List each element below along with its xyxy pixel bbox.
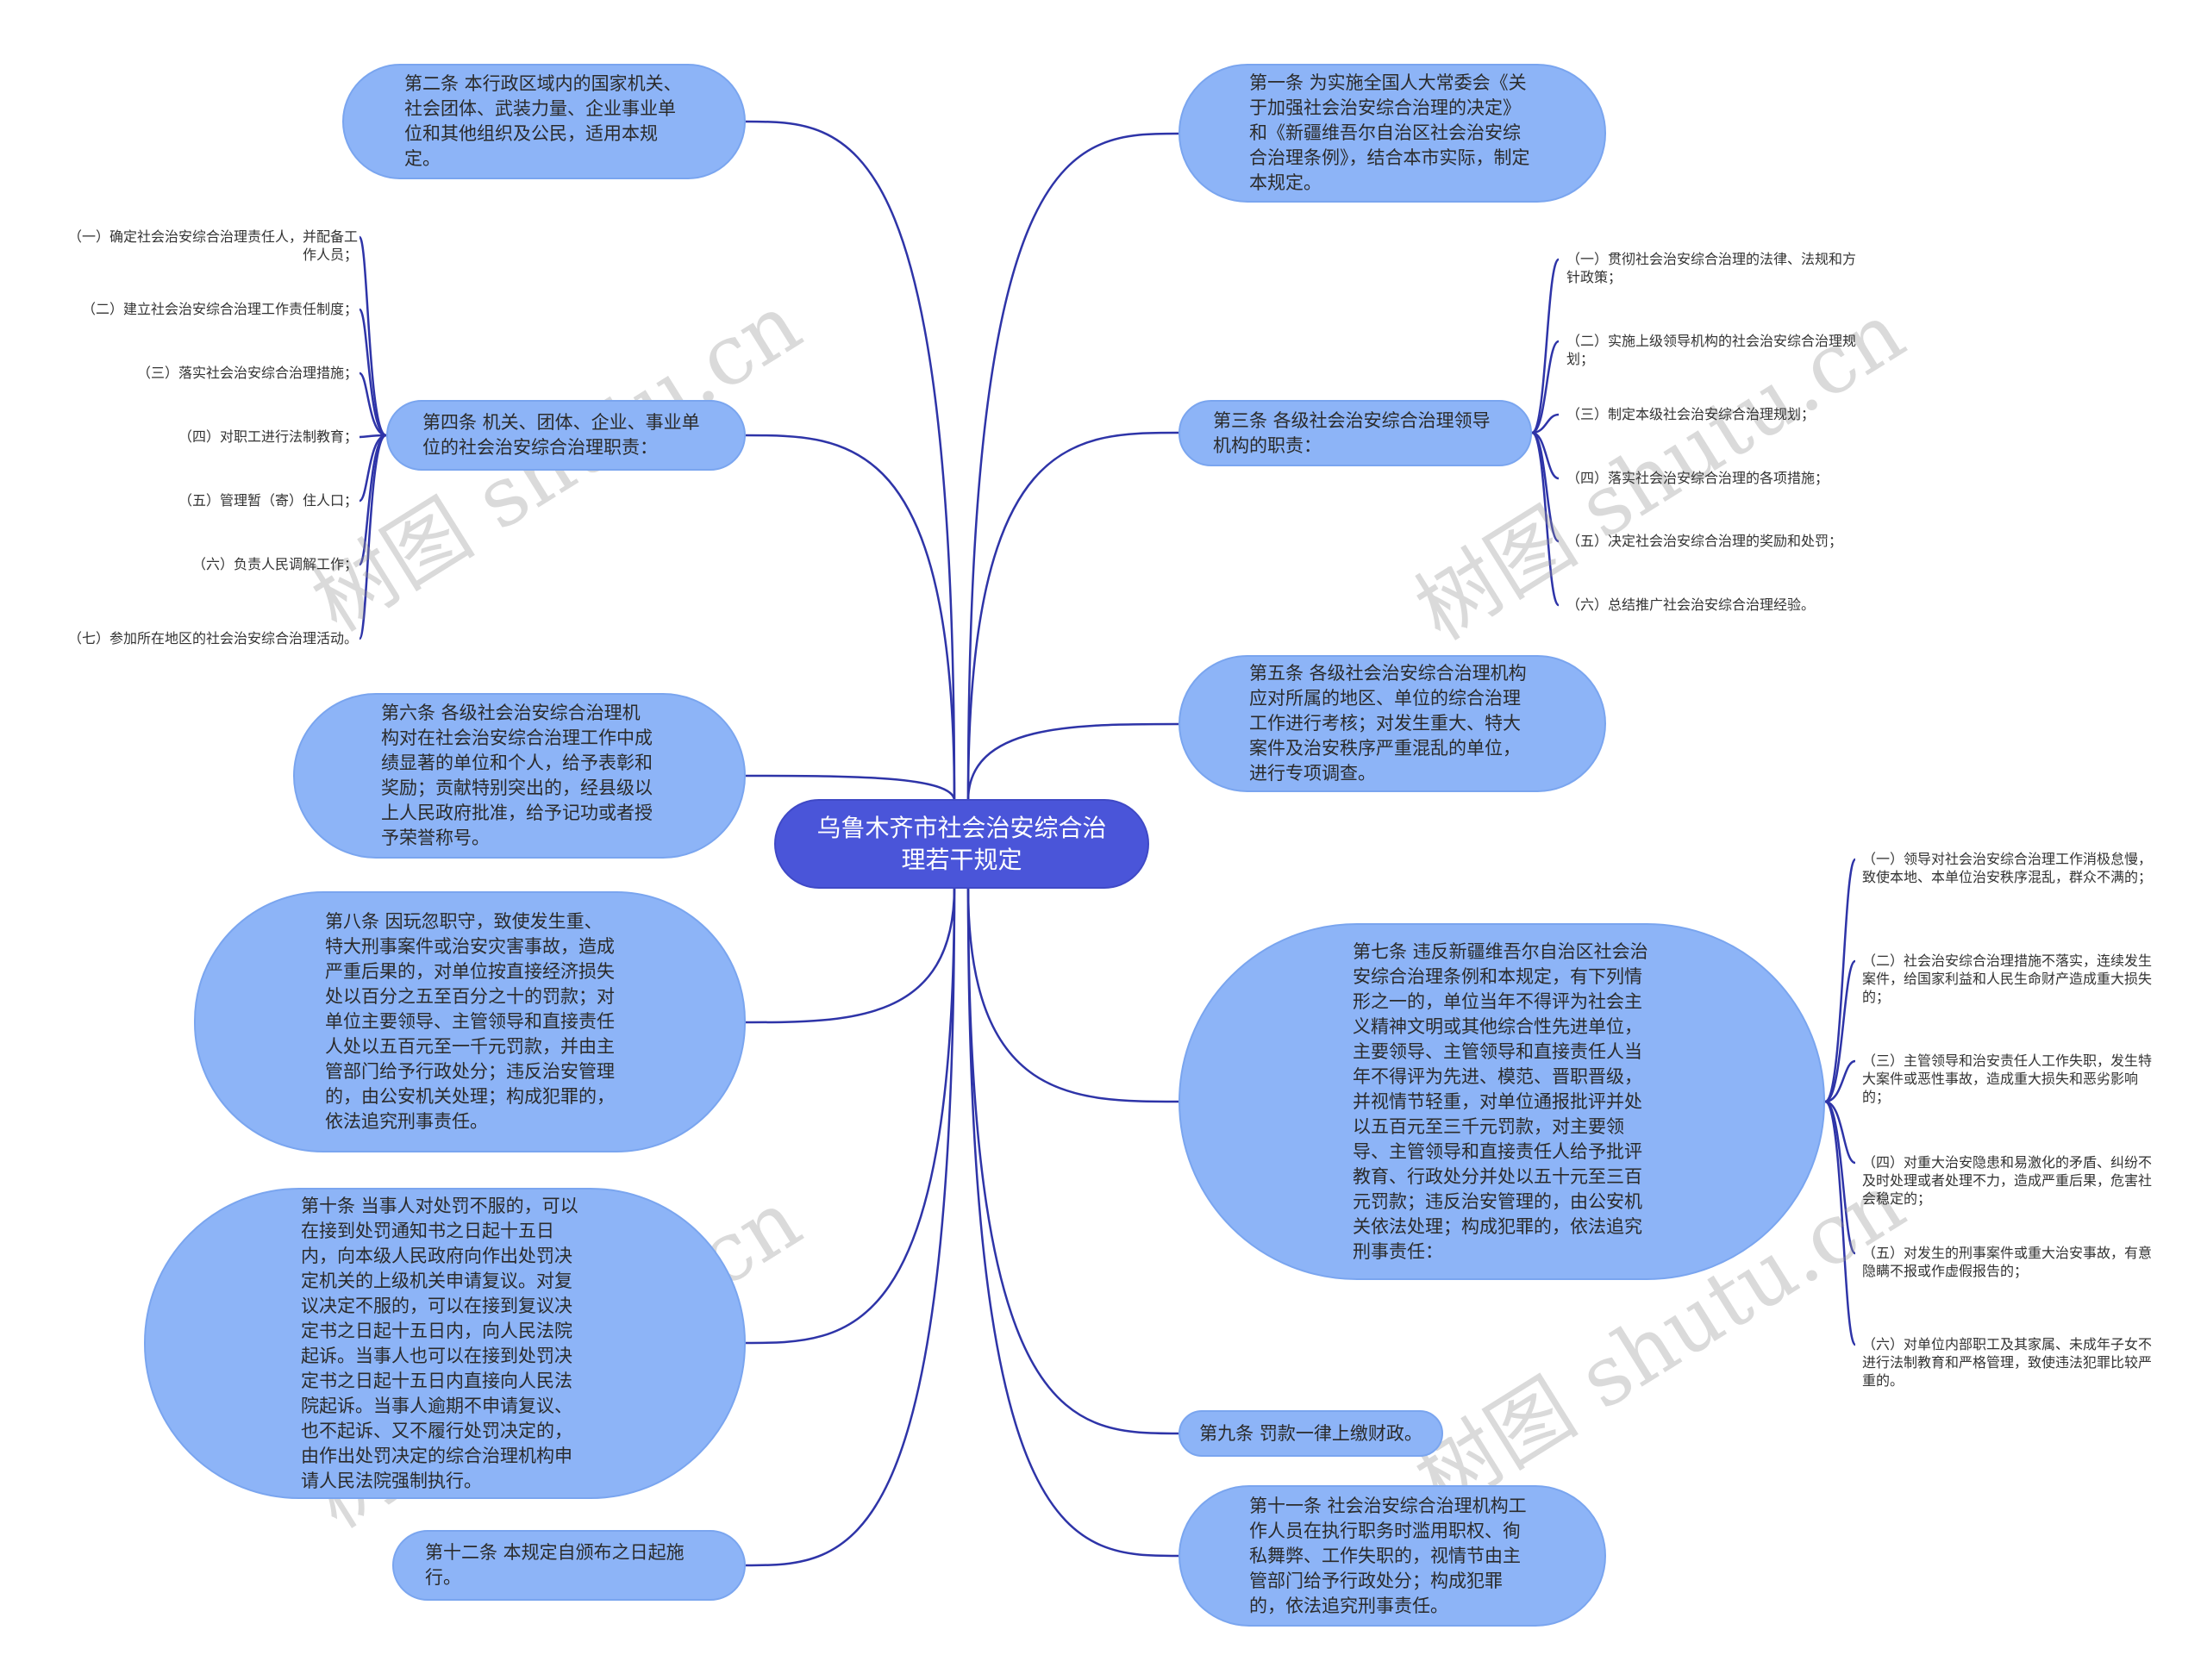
art7-item[interactable]: （三）主管领导和治安责任人工作失职，发生特大案件或恶性事故，造成重大损失和恶劣影… <box>1862 1052 2153 1105</box>
connector-art4-item <box>358 308 387 437</box>
connector-art4-item <box>358 434 387 640</box>
art7-item[interactable]: （四）对重大治安隐患和易激化的矛盾、纠纷不及时处理或者处理不力，造成严重后果，危… <box>1862 1154 2153 1207</box>
node-article-4[interactable]: 第四条 机关、团体、企业、事业单位的社会治安综合治理职责： <box>386 400 746 471</box>
connector-art7-item <box>1824 858 1857 1103</box>
node-label: 第八条 因玩忽职守，致使发生重、特大刑事案件或治安灾害事故，造成严重后果的，对单… <box>325 911 615 1132</box>
connector-art4-item <box>359 372 387 437</box>
art3-item[interactable]: （一）贯彻社会治安综合治理的法律、法规和方针政策； <box>1566 251 1857 285</box>
connector-art11 <box>966 886 1179 1558</box>
node-label: 第六条 各级社会治安综合治理机构对在社会治安综合治理工作中成绩显著的单位和个人，… <box>381 703 653 848</box>
connector-art7-item <box>1823 1100 1857 1346</box>
node-article-3[interactable]: 第三条 各级社会治安综合治理领导机构的职责： <box>1179 400 1532 466</box>
art4-item[interactable]: （七）参加所在地区的社会治安综合治理活动。 <box>67 630 358 646</box>
connector-art8 <box>745 886 956 1024</box>
connector-art12 <box>745 886 956 1567</box>
root-topic[interactable]: 乌鲁木齐市社会治安综合治理若干规定 <box>774 799 1149 889</box>
node-label: 第三条 各级社会治安综合治理领导机构的职责： <box>1213 409 1491 456</box>
connector-art7-item <box>1824 959 1857 1103</box>
connector-art7-item <box>1824 1100 1856 1165</box>
art4-item[interactable]: （五）管理暂（寄）住人口； <box>178 492 358 509</box>
connector-art6 <box>745 774 956 802</box>
node-label: 第二条 本行政区域内的国家机关、社会团体、武装力量、企业事业单位和其他组织及公民… <box>404 73 682 169</box>
node-label: 第十二条 本规定自颁布之日起施行。 <box>425 1542 685 1588</box>
root-topic-label: 乌鲁木齐市社会治安综合治理若干规定 <box>816 814 1107 874</box>
art4-item[interactable]: （四）对职工进行法制教育； <box>178 428 358 445</box>
node-article-7[interactable]: 第七条 违反新疆维吾尔自治区社会治安综合治理条例和本规定，有下列情形之一的，单位… <box>1179 923 1825 1280</box>
node-label: 第五条 各级社会治安综合治理机构应对所属的地区、单位的综合治理工作进行考核；对发… <box>1249 663 1527 784</box>
node-article-12[interactable]: 第十二条 本规定自颁布之日起施行。 <box>392 1530 746 1601</box>
connector-art3-item <box>1531 340 1560 434</box>
art7-item[interactable]: （五）对发生的刑事案件或重大治安事故，有意隐瞒不报或作虚假报告的； <box>1862 1245 2153 1279</box>
connector-art3-item <box>1531 431 1560 480</box>
node-article-6[interactable]: 第六条 各级社会治安综合治理机构对在社会治安综合治理工作中成绩显著的单位和个人，… <box>293 693 746 859</box>
art3-item[interactable]: （三）制定本级社会治安综合治理规划； <box>1566 406 1816 422</box>
connector-art7-item <box>1824 1059 1856 1103</box>
art3-item[interactable]: （四）落实社会治安综合治理的各项措施； <box>1566 470 1829 486</box>
node-article-1[interactable]: 第一条 为实施全国人大常委会《关于加强社会治安综合治理的决定》和《新疆维吾尔自治… <box>1179 64 1606 203</box>
node-label: 第七条 违反新疆维吾尔自治区社会治安综合治理条例和本规定，有下列情形之一的，单位… <box>1353 940 1648 1262</box>
node-article-10[interactable]: 第十条 当事人对处罚不服的，可以在接到处罚通知书之日起十五日内，向本级人民政府向… <box>144 1188 746 1499</box>
connector-art5 <box>966 722 1179 802</box>
connector-art1 <box>966 132 1179 802</box>
art4-item[interactable]: （一）确定社会治安综合治理责任人，并配备工作人员； <box>67 228 358 263</box>
connector-art4-item <box>359 434 387 503</box>
connector-art3-item <box>1531 258 1560 434</box>
art4-item[interactable]: （二）建立社会治安综合治理工作责任制度； <box>81 301 358 317</box>
node-article-11[interactable]: 第十一条 社会治安综合治理机构工作人员在执行职务时滥用职权、徇私舞弊、工作失职的… <box>1179 1485 1606 1627</box>
node-article-5[interactable]: 第五条 各级社会治安综合治理机构应对所属的地区、单位的综合治理工作进行考核；对发… <box>1179 655 1606 792</box>
node-article-2[interactable]: 第二条 本行政区域内的国家机关、社会团体、武装力量、企业事业单位和其他组织及公民… <box>342 64 746 179</box>
art3-item[interactable]: （五）决定社会治安综合治理的奖励和处罚； <box>1566 533 1843 549</box>
connector-art9 <box>966 886 1179 1435</box>
node-label: 第四条 机关、团体、企业、事业单位的社会治安综合治理职责： <box>422 412 700 458</box>
art7-item[interactable]: （一）领导对社会治安综合治理工作消极怠慢，致使本地、本单位治安秩序混乱，群众不满… <box>1862 851 2153 885</box>
connector-art3-item <box>1531 413 1560 434</box>
node-article-9[interactable]: 第九条 罚款一律上缴财政。 <box>1179 1410 1443 1457</box>
art4-item[interactable]: （六）负责人民调解工作； <box>191 556 358 572</box>
connector-art7 <box>966 886 1179 1103</box>
connector-art7-item <box>1824 1100 1857 1255</box>
node-label: 第九条 罚款一律上缴财政。 <box>1199 1422 1422 1444</box>
node-label: 第一条 为实施全国人大常委会《关于加强社会治安综合治理的决定》和《新疆维吾尔自治… <box>1249 72 1530 193</box>
node-label: 第十条 当事人对处罚不服的，可以在接到处罚通知书之日起十五日内，向本级人民政府向… <box>301 1195 578 1491</box>
art4-item[interactable]: （三）落实社会治安综合治理措施； <box>136 365 358 381</box>
connector-art2 <box>745 120 956 802</box>
art3-item[interactable]: （六）总结推广社会治安综合治理经验。 <box>1566 596 1816 613</box>
node-article-8[interactable]: 第八条 因玩忽职守，致使发生重、特大刑事案件或治安灾害事故，造成严重后果的，对单… <box>194 891 746 1152</box>
art3-item[interactable]: （二）实施上级领导机构的社会治安综合治理规划； <box>1566 333 1857 367</box>
node-label: 第十一条 社会治安综合治理机构工作人员在执行职务时滥用职权、徇私舞弊、工作失职的… <box>1249 1495 1527 1616</box>
connector-art10 <box>745 886 956 1345</box>
connector-art4 <box>745 434 956 802</box>
connector-art4-item <box>358 235 387 437</box>
art7-item[interactable]: （二）社会治安综合治理措施不落实，连续发生案件，给国家利益和人民生命财产造成重大… <box>1862 952 2153 1005</box>
art7-item[interactable]: （六）对单位内部职工及其家属、未成年子女不进行法制教育和严格管理，致使违法犯罪比… <box>1862 1336 2153 1389</box>
connector-art3-item <box>1531 431 1560 607</box>
connector-art3 <box>966 431 1179 802</box>
